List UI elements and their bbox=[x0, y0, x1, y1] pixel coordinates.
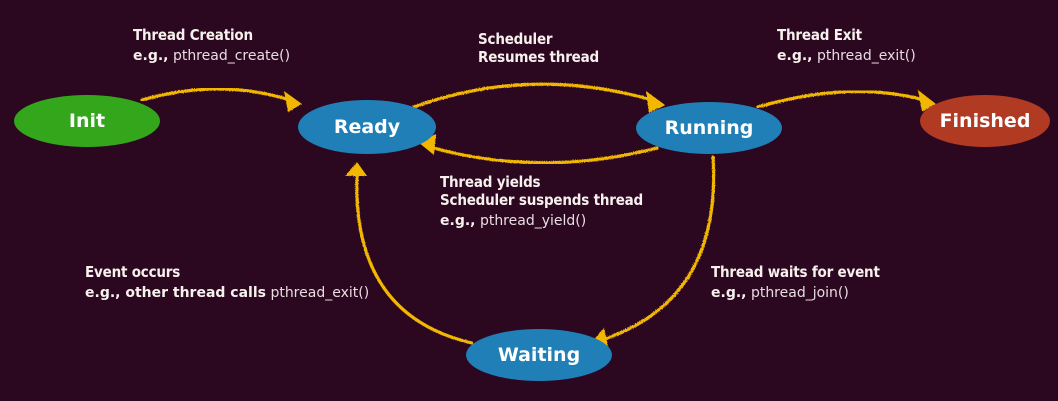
label-event-occurs: Event occurs e.g., other thread calls pt… bbox=[85, 263, 369, 302]
thread-creation-call: pthread_create() bbox=[172, 48, 291, 64]
state-finished: Finished bbox=[920, 95, 1050, 147]
state-waiting: Waiting bbox=[466, 329, 612, 381]
event-eg: e.g., other thread calls bbox=[85, 285, 266, 301]
state-ready: Ready bbox=[298, 100, 436, 154]
event-call: pthread_exit() bbox=[270, 285, 370, 301]
label-thread-waits: Thread waits for event e.g., pthread_joi… bbox=[711, 263, 880, 302]
state-ready-label: Ready bbox=[334, 116, 401, 138]
state-waiting-label: Waiting bbox=[498, 344, 580, 366]
thread-exit-eg: e.g., bbox=[777, 48, 813, 64]
thread-creation-title: Thread Creation bbox=[133, 26, 253, 44]
wait-title: Thread waits for event bbox=[711, 263, 880, 281]
wait-call: pthread_join() bbox=[750, 285, 849, 301]
label-scheduler-resumes: Scheduler Resumes thread bbox=[478, 30, 599, 66]
thread-exit-title: Thread Exit bbox=[777, 26, 862, 44]
state-init: Init bbox=[14, 95, 160, 147]
thread-exit-call: pthread_exit() bbox=[816, 48, 916, 64]
resume-line1: Scheduler bbox=[478, 30, 553, 48]
event-title: Event occurs bbox=[85, 263, 181, 281]
state-finished-label: Finished bbox=[940, 110, 1031, 132]
thread-creation-eg: e.g., bbox=[133, 48, 169, 64]
arrow-running-to-ready bbox=[418, 134, 659, 165]
resume-line2: Resumes thread bbox=[478, 48, 599, 66]
wait-eg: e.g., bbox=[711, 285, 747, 301]
arrow-waiting-to-ready bbox=[345, 162, 474, 345]
yield-line2: Scheduler suspends thread bbox=[440, 191, 644, 209]
label-thread-exit: Thread Exit e.g., pthread_exit() bbox=[777, 26, 916, 65]
label-thread-creation: Thread Creation e.g., pthread_create() bbox=[133, 26, 290, 65]
arrow-ready-to-running bbox=[412, 82, 665, 113]
yield-line1: Thread yields bbox=[440, 173, 541, 191]
state-running-label: Running bbox=[665, 117, 754, 139]
label-thread-yields: Thread yields Scheduler suspends thread … bbox=[440, 173, 643, 230]
arrow-running-to-finished bbox=[756, 89, 936, 112]
arrow-init-to-ready bbox=[140, 87, 302, 112]
state-init-label: Init bbox=[69, 110, 105, 132]
yield-eg: e.g., bbox=[440, 213, 476, 229]
yield-call: pthread_yield() bbox=[479, 213, 587, 229]
state-running: Running bbox=[636, 102, 782, 154]
